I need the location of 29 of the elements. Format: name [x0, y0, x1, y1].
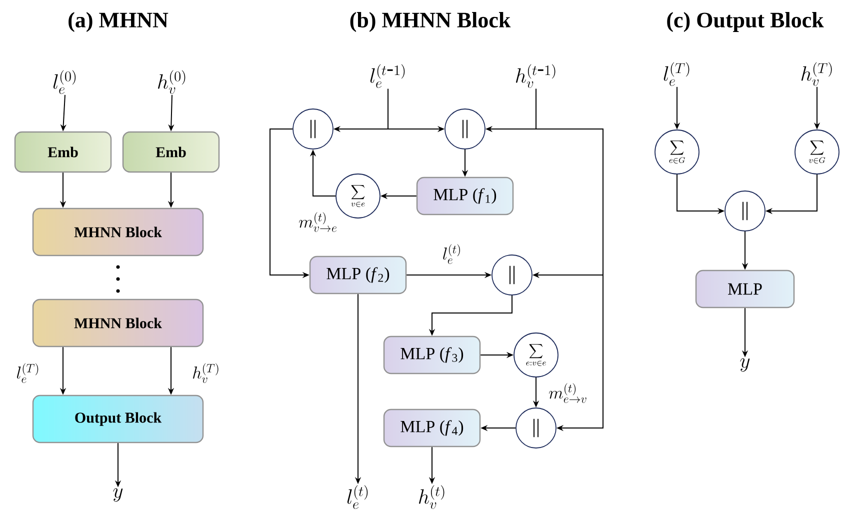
variable-label: $l_e^{(t)}$	[347, 485, 368, 509]
arrow	[536, 88, 604, 432]
output-block-box: Output Block	[32, 394, 204, 444]
embedding-box: Emb	[14, 131, 112, 173]
edge-label: $l_e^{(T)}$	[15, 362, 41, 384]
mlp-box: MLP (f$_{1}$)	[416, 176, 514, 216]
variable-label: $l_e^{(0)}$	[53, 70, 76, 94]
variable-label: $h_v^{(0)}$	[158, 70, 186, 94]
panel-title: (a) MHNN	[68, 12, 168, 32]
variable-label: $h_v^{(T)}$	[801, 62, 832, 86]
edge-label: $m_{e\to v}^{(t)}$	[548, 382, 588, 404]
variable-label: $y$	[740, 358, 750, 372]
variable-label: $y$	[113, 488, 123, 502]
edge-label: $m_{v\to e}^{(t)}$	[298, 211, 338, 233]
edge-label: $l_e^{(t)}$	[441, 243, 463, 265]
variable-label: $l_e^{(T)}$	[664, 62, 690, 86]
embedding-box: Emb	[122, 131, 220, 173]
variable-label: $h_v^{(t)}$	[419, 485, 444, 509]
block-box: MHNN Block	[32, 208, 204, 256]
panel-title: (c) Output Block	[667, 12, 824, 32]
panel-title: (b) MHNN Block	[350, 12, 511, 32]
edge-label: $h_v^{(T)}$	[191, 362, 221, 384]
mlp-box: MLP (f$_{4}$)	[383, 408, 481, 448]
variable-label: $l_e^{(t\mbox{-}1)}$	[370, 64, 405, 88]
mlp-box: MLP (f$_{2}$)	[309, 256, 407, 294]
mlp-box: MLP (f$_{3}$)	[383, 336, 481, 374]
variable-label: $h_v^{(t\mbox{-}1)}$	[516, 64, 556, 88]
mlp-box: MLP	[695, 270, 795, 308]
block-box: MHNN Block	[32, 298, 204, 348]
